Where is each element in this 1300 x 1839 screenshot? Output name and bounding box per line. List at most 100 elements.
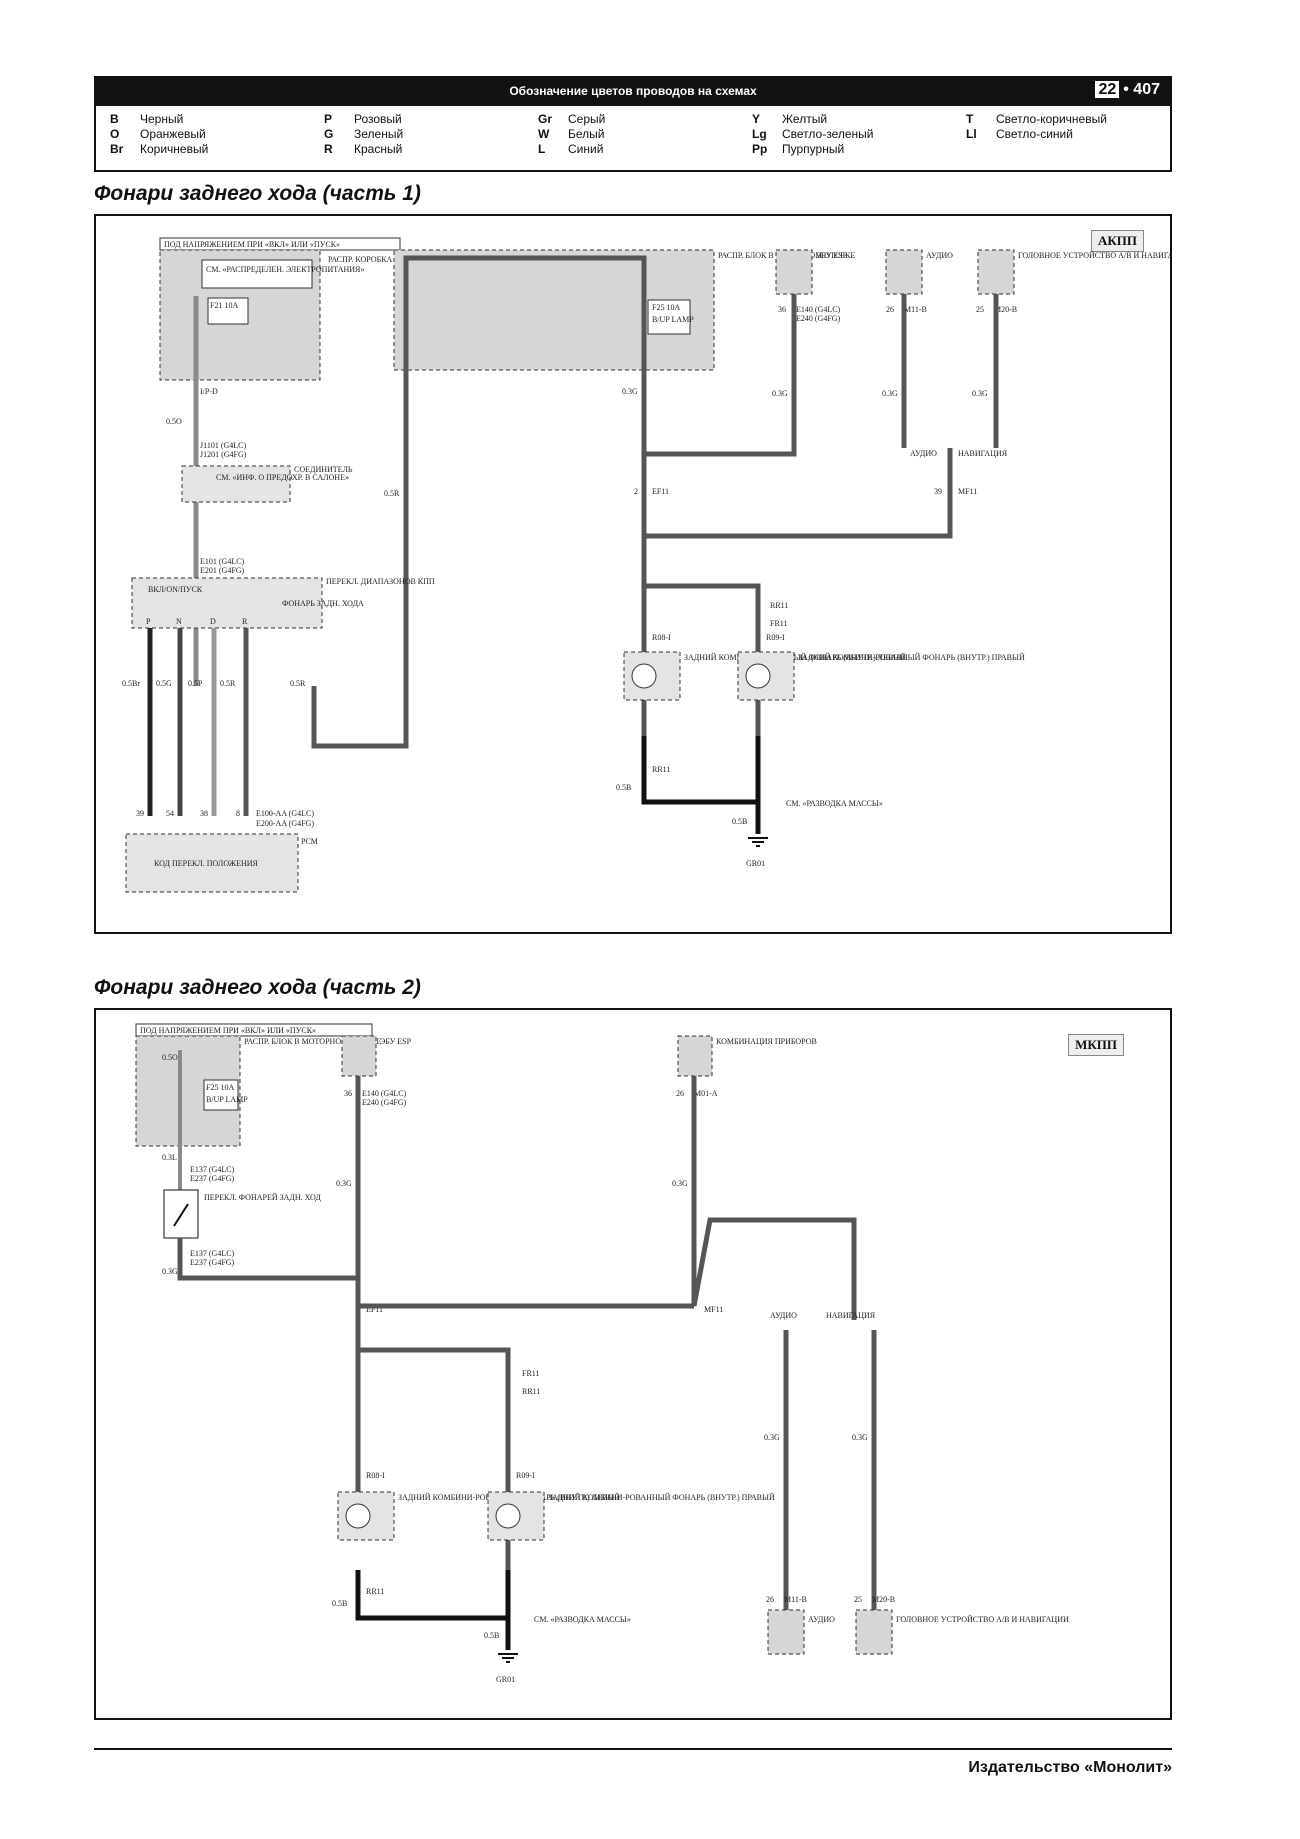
conn1: E137 (G4LC) (190, 1165, 235, 1174)
pcm-label: PCM (301, 837, 318, 846)
rr11-l: RR11 (366, 1587, 384, 1596)
audio-box (767, 1609, 805, 1655)
legend-header: Обозначение цветов проводов на схемах 22… (96, 78, 1170, 106)
r09: R09-I (516, 1471, 535, 1480)
split-audio: АУДИО (770, 1311, 797, 1320)
pcm-box (125, 833, 299, 893)
wire-03G-a: 0.3G (162, 1267, 178, 1276)
split-audio: АУДИО (910, 449, 937, 458)
range-switch-box (131, 577, 323, 629)
fr11: FR11 (770, 619, 788, 628)
nav-box (977, 249, 1015, 295)
pcm-pin-p: 39 (136, 809, 144, 818)
conn-j1: J1101 (G4LC) (200, 441, 246, 450)
power-dist-ref: СМ. «РАСПРЕДЕЛЕН. ЭЛЕКТРОПИТАНИЯ» (206, 265, 364, 274)
fuse-label: F25 10A (206, 1083, 234, 1092)
r09: R09-I (766, 633, 785, 642)
fuse1-box (207, 297, 249, 325)
conn1-b: E137 (G4LC) (190, 1249, 235, 1258)
wire-05b-r: 0.5B (484, 1631, 499, 1640)
wire-03G-c: 0.3G (672, 1179, 688, 1188)
r08: R08-I (366, 1471, 385, 1480)
cluster-label: КОМБИНАЦИЯ ПРИБОРОВ (716, 1037, 817, 1046)
esp-box (775, 249, 813, 295)
lamp-right-label: ЗАДНИЙ КОМБИНИ-РОВАННЫЙ ФОНАРЬ (ВНУТР.) … (798, 653, 1025, 662)
esp-conn1: E140 (G4LC) (362, 1089, 407, 1098)
wire-03G-b: 0.3G (336, 1179, 352, 1188)
wire-ground (641, 736, 761, 805)
rr11-l: RR11 (652, 765, 670, 774)
cluster-box (677, 1035, 713, 1077)
rr11-r: RR11 (522, 1387, 540, 1396)
wire-05b-l: 0.5B (332, 1599, 347, 1608)
wire-050-label: 0.5O (166, 417, 182, 426)
esp-box (341, 1035, 377, 1077)
audio-conn: M11-B (904, 305, 927, 314)
ground-label: GR01 (496, 1675, 515, 1684)
audio-pin: 26 (886, 305, 894, 314)
esp-conn2: E240 (G4FG) (796, 314, 841, 323)
lamp-left-label: ЗАДНИЙ КОМБИНИ-РОВАННЫЙ ФОНАРЬ (ВНУТР.) … (684, 653, 906, 662)
conn2-b: E237 (G4FG) (190, 1258, 235, 1267)
wire-05R (311, 255, 647, 749)
mf11-pin: 39 (934, 487, 942, 496)
split-nav: НАВИГАЦИЯ (826, 1311, 876, 1320)
r08: R08-I (652, 633, 671, 642)
range-switch-lamp: ФОНАРЬ ЗАДН. ХОДА (282, 599, 364, 608)
nav-pin: 25 (854, 1595, 862, 1604)
publisher: Издательство «Монолит» (968, 1759, 1172, 1776)
pos-wire-p: 0.5Br (122, 679, 140, 688)
lamp-right-icon (745, 663, 771, 689)
mf11: MF11 (958, 487, 977, 496)
wire-color-legend: Обозначение цветов проводов на схемах 22… (94, 76, 1172, 172)
esp-conn2: E240 (G4FG) (362, 1098, 407, 1107)
switch-label: ПЕРЕКЛ. ФОНАРЕЙ ЗАДН. ХОД (204, 1193, 321, 1202)
power-dist-ref-box (201, 259, 313, 289)
nav-box (855, 1609, 893, 1655)
engine-fuse-box-label: РАСПР. БЛОК В МОТОРНОМ ОТСЕКЕ (244, 1037, 381, 1046)
nav-conn: M20-B (872, 1595, 895, 1604)
fr11: FR11 (522, 1369, 540, 1378)
nav-pin: 25 (976, 305, 984, 314)
lamp-right-icon (495, 1503, 521, 1529)
ground-ref: СМ. «РАЗВОДКА МАССЫ» (534, 1615, 631, 1624)
pos-p: P (146, 617, 151, 626)
joint-box (181, 465, 291, 503)
wire-03G-d: 0.3G (764, 1433, 780, 1442)
fuse-box (203, 1079, 239, 1111)
esp-label: ЭБУ ESP (816, 251, 848, 260)
audio-label: АУДИО (808, 1615, 835, 1624)
lamp-left-icon (345, 1503, 371, 1529)
range-switch-label: ПЕРЕКЛ. ДИАПАЗОНОВ КПП (326, 577, 435, 586)
page-number: 22• 407 (1095, 81, 1160, 99)
range-switch-inner: ВКЛ/ON/ПУСК (148, 585, 203, 594)
power-label-box (135, 1023, 373, 1037)
fuse2-name: B/UP LAMP (652, 315, 694, 324)
rr11-r: RR11 (770, 601, 788, 610)
ef11: EF11 (652, 487, 669, 496)
connector-ipd: I/P-D (200, 387, 218, 396)
diagram2-badge: МКПП (1068, 1034, 1124, 1056)
cluster-conn: M01-A (694, 1089, 718, 1098)
nav-label: ГОЛОВНОЕ УСТРОЙСТВО А/В И НАВИГАЦИИ (896, 1615, 1069, 1624)
fuse-name: B/UP LAMP (206, 1095, 248, 1104)
pcm-pin-d: 38 (200, 809, 208, 818)
conn-e1: E101 (G4LC) (200, 557, 245, 566)
nav-label: ГОЛОВНОЕ УСТРОЙСТВО А/В И НАВИГАЦИИ (1018, 251, 1170, 260)
pos-d: D (210, 617, 216, 626)
esp-label: ЭБУ ESP (380, 1037, 412, 1046)
